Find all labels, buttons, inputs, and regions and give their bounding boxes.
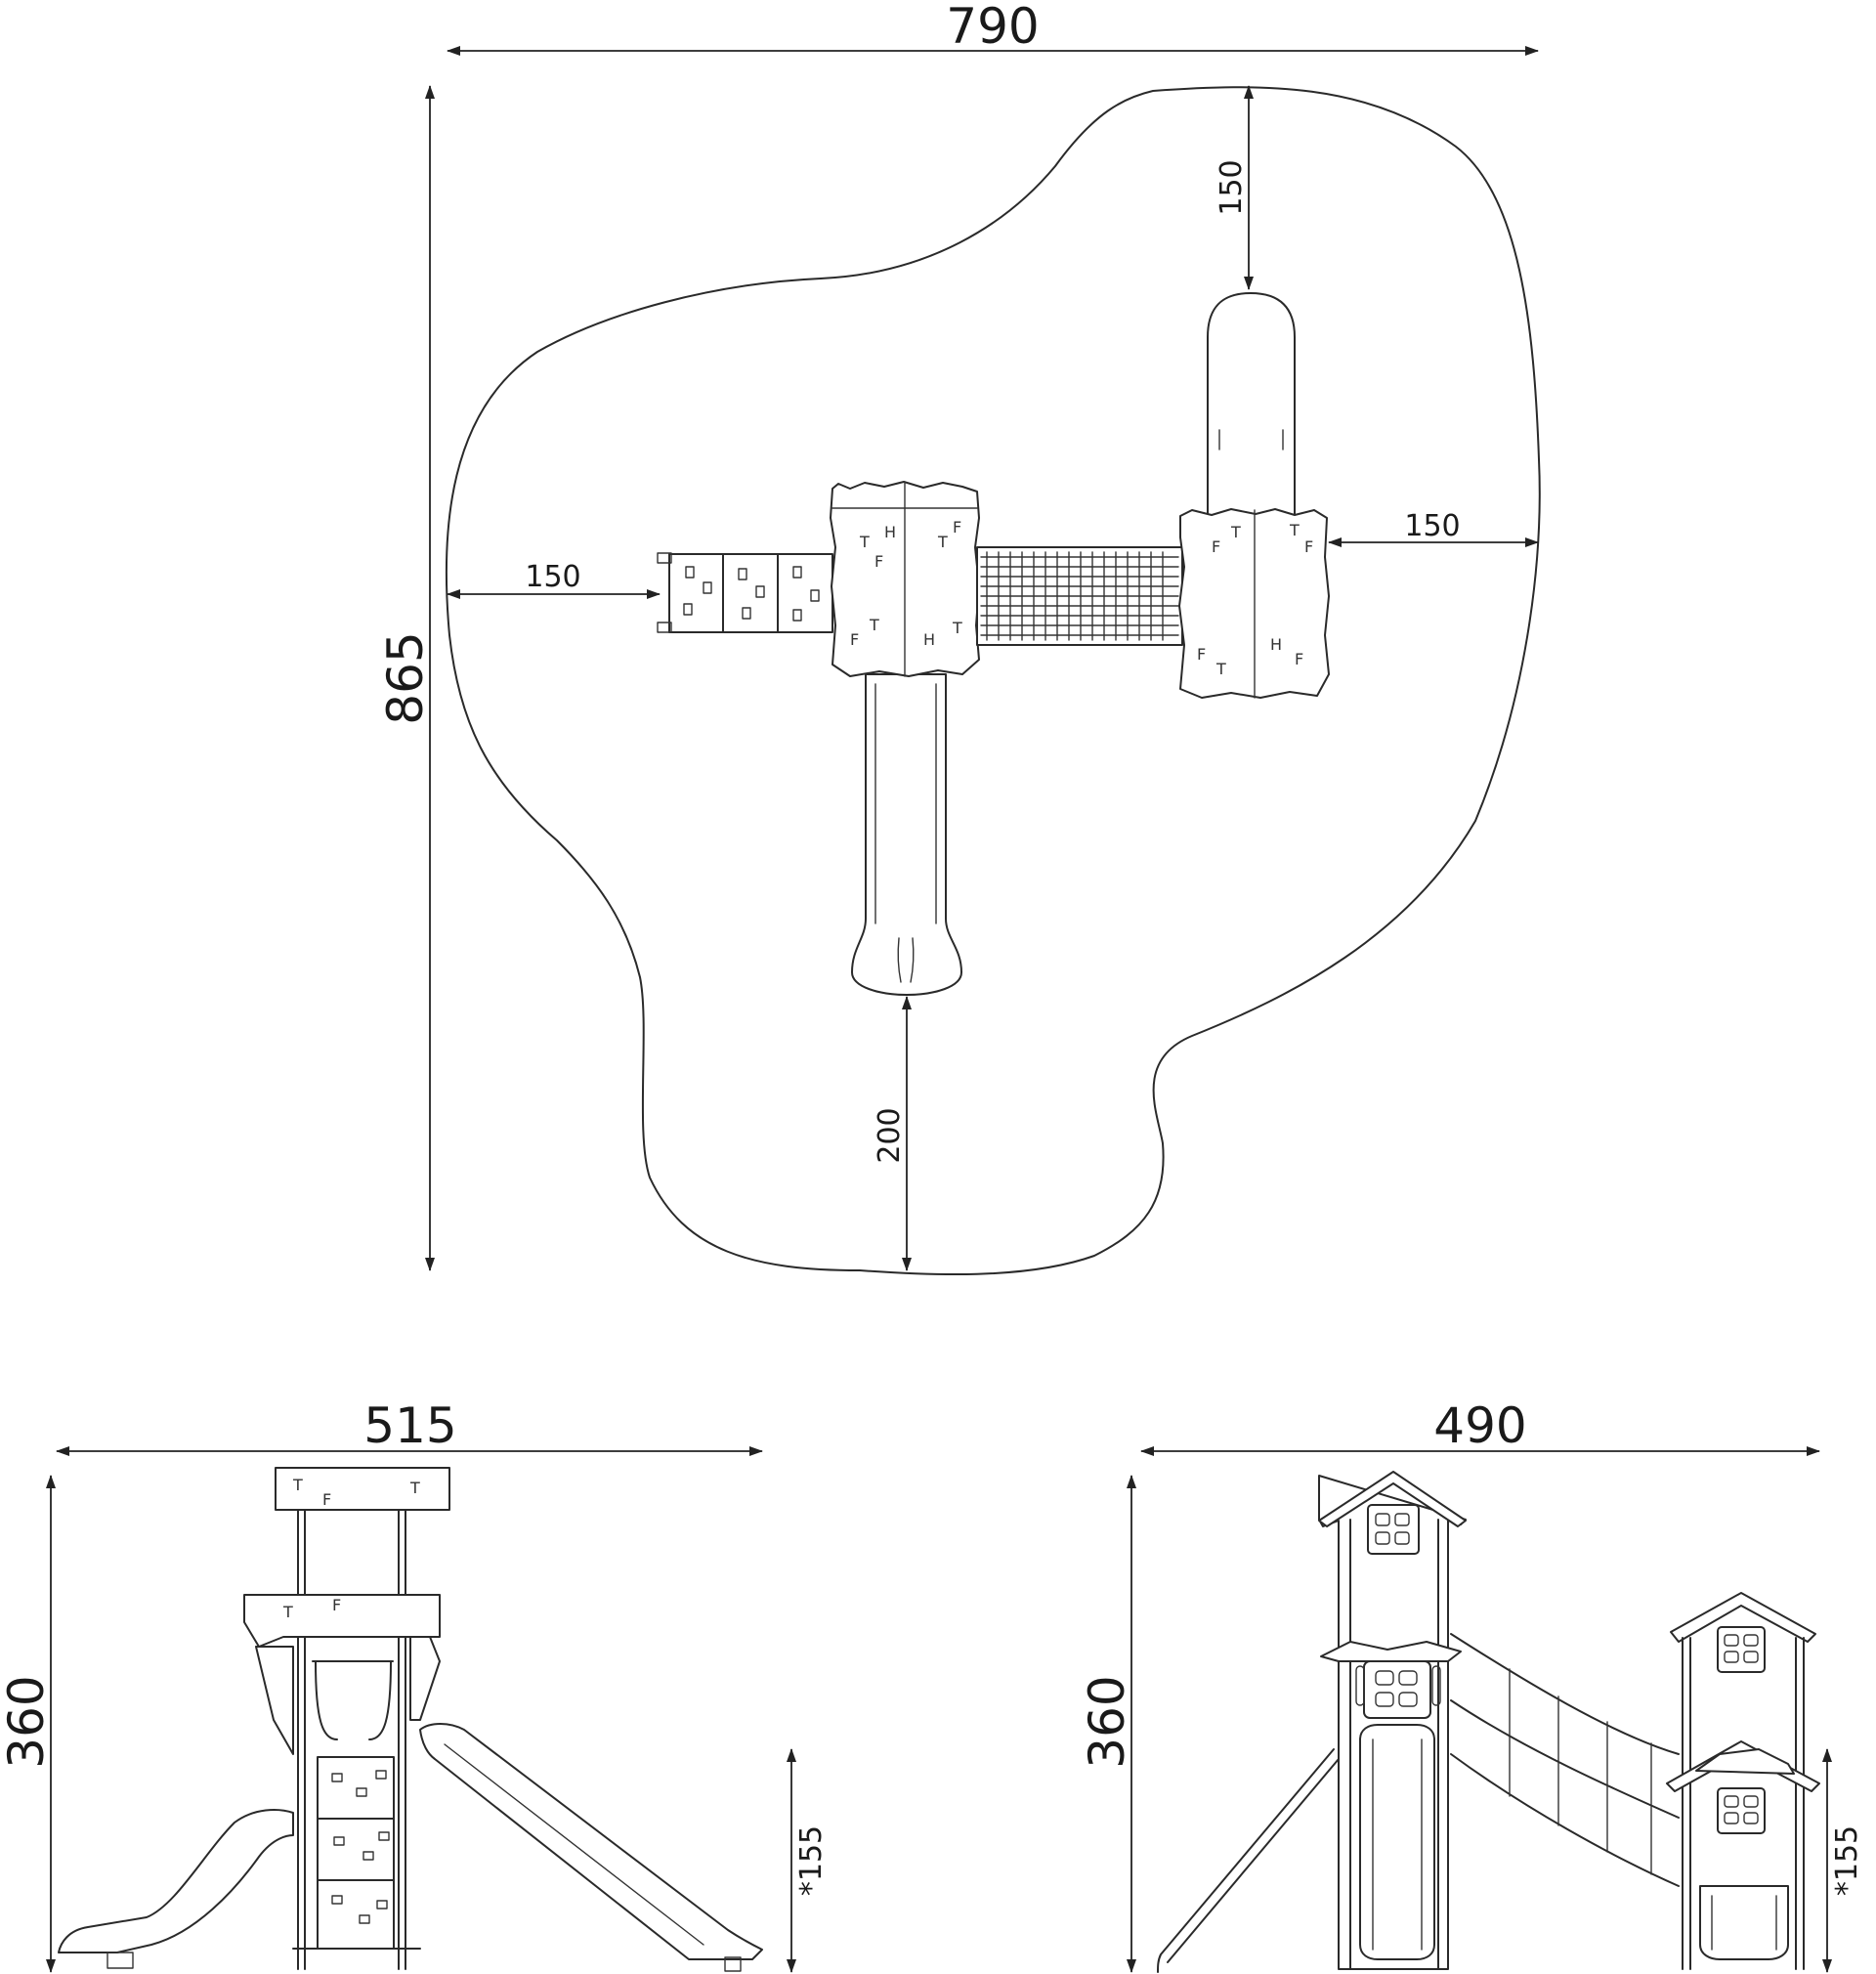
- plan-width-label: 790: [946, 0, 1039, 55]
- svg-text:T: T: [1230, 523, 1241, 541]
- right-clearance-label: 150: [1404, 509, 1460, 543]
- svg-text:F: F: [1295, 650, 1303, 668]
- front-height-label: 360: [1079, 1675, 1135, 1768]
- top-clearance-label: 150: [1215, 159, 1249, 215]
- svg-text:T: T: [869, 616, 879, 634]
- right-tower-plan: [1178, 508, 1330, 699]
- svg-text:H: H: [1270, 635, 1282, 654]
- svg-text:T: T: [282, 1603, 293, 1621]
- side-width-label: 515: [363, 1397, 456, 1454]
- svg-text:T: T: [937, 533, 948, 551]
- side-view: 515 360 *155: [0, 1397, 829, 1973]
- svg-text:F: F: [332, 1596, 341, 1614]
- svg-text:F: F: [322, 1490, 331, 1509]
- svg-text:F: F: [1212, 537, 1220, 556]
- front-small-tower: [1666, 1592, 1820, 1970]
- front-pole: [1157, 1748, 1335, 1973]
- svg-text:T: T: [292, 1476, 303, 1494]
- side-height-label: 360: [0, 1675, 55, 1768]
- svg-text:T: T: [1215, 660, 1226, 678]
- svg-text:F: F: [1197, 645, 1206, 664]
- side-top-roof: [275, 1467, 450, 1511]
- front-width-label: 490: [1433, 1397, 1526, 1454]
- net-bridge-plan: [976, 546, 1183, 646]
- climbing-wall-plan: [657, 552, 833, 633]
- svg-text:H: H: [884, 523, 896, 541]
- side-short-slide: [58, 1809, 294, 1969]
- svg-text:F: F: [874, 552, 883, 571]
- front-rope-bridge: [1450, 1633, 1680, 1887]
- svg-text:T: T: [1289, 521, 1300, 539]
- side-long-slide: [419, 1723, 763, 1972]
- svg-text:H: H: [923, 630, 935, 649]
- front-platform-height-label: *155: [1830, 1825, 1864, 1896]
- svg-text:F: F: [1304, 537, 1313, 556]
- tower-panel-marks: T F H T F F T H T F T T F F T H F: [850, 518, 1313, 678]
- bottom-clearance-label: 200: [873, 1107, 907, 1163]
- svg-text:F: F: [953, 518, 961, 536]
- upper-slide: [1207, 292, 1296, 519]
- lower-slide: [851, 673, 962, 996]
- front-tall-tower: [1318, 1471, 1467, 1970]
- svg-text:T: T: [952, 619, 962, 637]
- side-platform-height-label: *155: [794, 1825, 829, 1896]
- side-climbing-panels: [317, 1756, 395, 1950]
- plan-height-label: 865: [377, 631, 434, 724]
- side-mid-roof: [243, 1594, 441, 1648]
- safety-zone-outline: [445, 86, 1541, 1276]
- svg-text:F: F: [850, 630, 859, 649]
- svg-text:T: T: [859, 533, 870, 551]
- plan-view: 790 865 150 150 150 200: [377, 0, 1541, 1276]
- svg-text:T: T: [409, 1479, 420, 1497]
- front-view: 490 360 *155: [1079, 1397, 1864, 1973]
- left-clearance-label: 150: [525, 560, 580, 594]
